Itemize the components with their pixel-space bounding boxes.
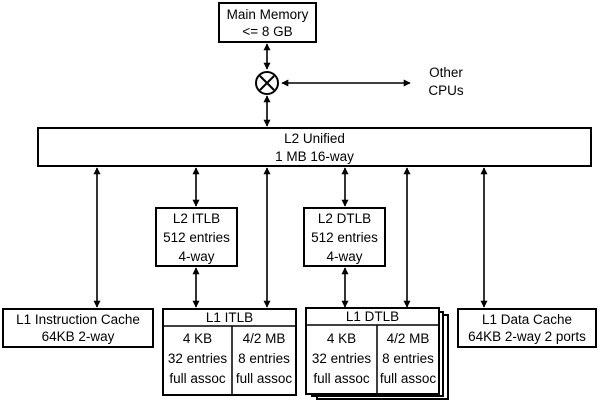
l1-icache-spec: 64KB 2-way — [42, 329, 115, 344]
l1-itlb-title: L1 ITLB — [206, 310, 253, 325]
l1-itlb-large-size: 4/2 MB — [243, 331, 286, 346]
l1-itlb-box: L1 ITLB 4 KB 32 entries full assoc 4/2 M… — [162, 308, 297, 396]
l1-itlb-4kb-assoc: full assoc — [169, 371, 226, 386]
l1-dtlb-title: L1 DTLB — [346, 309, 399, 324]
l1-instruction-cache-box: L1 Instruction Cache 64KB 2-way — [2, 308, 154, 348]
l1-dtlb-4kb-entries: 32 entries — [312, 351, 372, 366]
connectors — [93, 43, 488, 308]
l2-unified-title: L2 Unified — [284, 131, 345, 146]
l1-itlb-4kb-entries: 32 entries — [168, 351, 228, 366]
l1-itlb-4kb-size: 4 KB — [183, 331, 212, 346]
main-memory-title: Main Memory — [227, 7, 309, 22]
crossbar-switch-icon — [255, 71, 279, 95]
l1-dtlb-large-assoc: full assoc — [380, 371, 437, 386]
main-memory-box: Main Memory <= 8 GB — [218, 2, 317, 43]
l1-itlb-large-entries: 8 entries — [238, 351, 290, 366]
other-cpus-line1: Other — [429, 65, 463, 80]
l2-dtlb-box: L2 DTLB 512 entries 4-way — [303, 207, 386, 267]
l2-itlb-assoc: 4-way — [178, 249, 214, 264]
l1-icache-title: L1 Instruction Cache — [16, 312, 140, 327]
l1-itlb-large-assoc: full assoc — [236, 371, 293, 386]
main-memory-size: <= 8 GB — [242, 24, 292, 39]
l2-dtlb-entries: 512 entries — [311, 230, 378, 245]
l2-itlb-entries: 512 entries — [163, 230, 230, 245]
other-cpus-label: Other CPUs — [428, 65, 464, 98]
l1-dtlb-4kb-assoc: full assoc — [313, 371, 370, 386]
l1-dtlb-4kb-size: 4 KB — [327, 331, 356, 346]
l1-dtlb-box: L1 DTLB 4 KB 32 entries full assoc 4/2 M… — [305, 307, 449, 400]
l1-dcache-spec: 64KB 2-way 2 ports — [468, 329, 586, 344]
l1-dtlb-large-entries: 8 entries — [382, 351, 434, 366]
l1-dcache-title: L1 Data Cache — [482, 312, 572, 327]
l1-data-cache-box: L1 Data Cache 64KB 2-way 2 ports — [457, 308, 597, 348]
l2-dtlb-assoc: 4-way — [326, 249, 362, 264]
l2-unified-spec: 1 MB 16-way — [275, 149, 354, 164]
l1-dtlb-large-size: 4/2 MB — [387, 331, 430, 346]
other-cpus-line2: CPUs — [428, 83, 464, 98]
l2-unified-box: L2 Unified 1 MB 16-way — [37, 127, 592, 167]
l2-itlb-title: L2 ITLB — [173, 211, 220, 226]
l2-dtlb-title: L2 DTLB — [318, 211, 371, 226]
l2-itlb-box: L2 ITLB 512 entries 4-way — [155, 207, 238, 267]
